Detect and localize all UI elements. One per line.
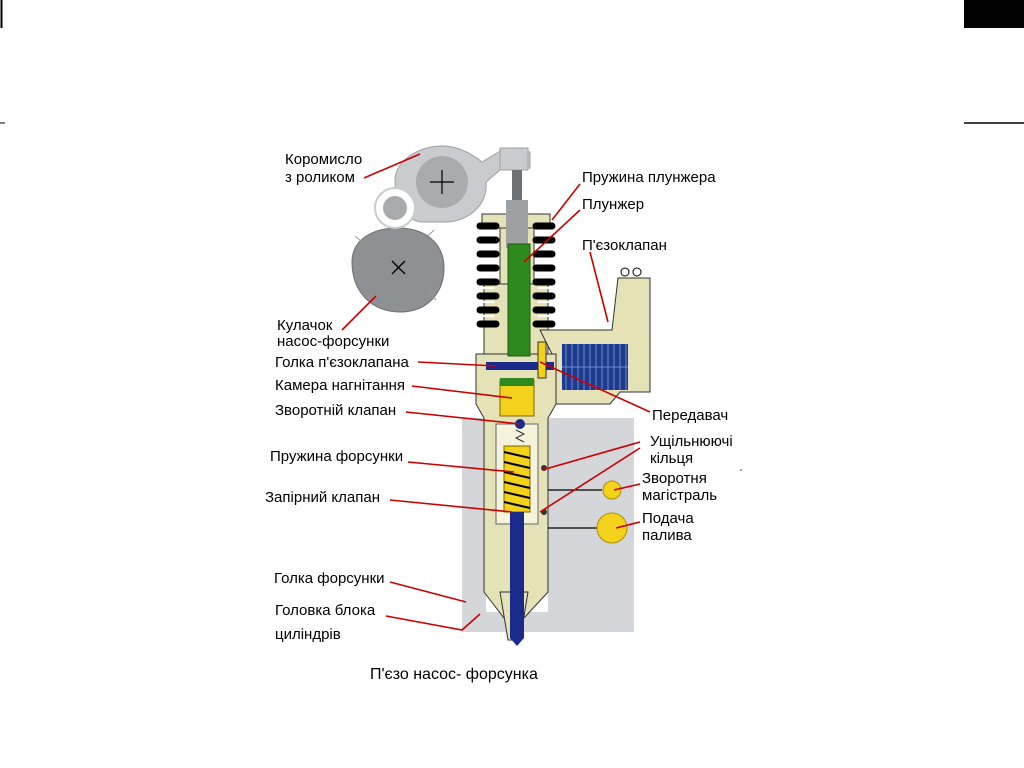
leader-pressure-chamber: [411, 385, 513, 399]
label-shutoff-valve: Запірний клапан: [265, 489, 380, 506]
leader-piezo-valve: [589, 251, 609, 323]
leader-transmitter: [539, 361, 651, 413]
leader-seal-upper: [541, 441, 641, 471]
leader-fuel-supply: [615, 521, 641, 529]
label-injector-spring: Пружина форсунки: [270, 448, 403, 465]
leader-piezo-needle: [417, 361, 497, 367]
label-piezo-needle: Голка п'єзоклапана: [275, 354, 410, 371]
fuel-lines: [541, 465, 628, 544]
leader-shutoff-valve: [389, 499, 513, 513]
label-return-line-1: Зворотня: [642, 470, 707, 487]
label-cylinder-head-2: циліндрів: [275, 626, 341, 643]
cam: [351, 227, 445, 313]
label-cam-1: Кулачок: [277, 317, 333, 334]
label-fuel-supply-1: Подача: [642, 510, 694, 527]
label-pressure-chamber: Камера нагнітання: [275, 377, 405, 394]
leader-lines: [341, 153, 651, 631]
stray-dot: [740, 469, 742, 471]
leader-return-line: [613, 483, 641, 491]
piezo-needle: [486, 341, 554, 379]
label-fuel-supply-2: палива: [642, 527, 692, 544]
plunger: [506, 170, 531, 357]
label-check-valve: Зворотній клапан: [275, 402, 396, 419]
rocker-arm: [374, 145, 531, 229]
label-rocker-1: Коромисло: [285, 151, 362, 168]
label-transmitter: Передавач: [652, 407, 728, 424]
leader-injector-needle: [389, 581, 467, 603]
cylinder-head: [462, 418, 634, 632]
diagram-caption: П'єзо насос- форсунка: [370, 666, 538, 683]
piezo-coil: [562, 267, 642, 390]
label-plunger: Плунжер: [582, 196, 644, 213]
leader-check-valve: [405, 411, 521, 425]
plunger-spring: [476, 222, 556, 328]
slide-edge-marks: [0, 0, 1024, 124]
label-cam-2: насос-форсунки: [277, 333, 389, 350]
label-seal-rings-2: кільця: [650, 450, 693, 467]
label-cylinder-head-1: Головка блока: [275, 602, 376, 619]
label-piezo-valve: П'єзоклапан: [582, 237, 667, 254]
leader-seal-lower: [539, 447, 641, 513]
leader-cylinder-head: [385, 613, 481, 631]
injector-spring: [503, 445, 531, 513]
leader-plunger: [523, 209, 581, 263]
leader-plunger-spring: [551, 183, 581, 221]
leader-cam: [341, 295, 377, 331]
label-return-line-2: магістраль: [642, 487, 717, 504]
label-injector-needle: Голка форсунки: [274, 570, 385, 587]
injector-needle: [510, 512, 524, 646]
leader-rocker: [363, 153, 421, 179]
label-plunger-spring: Пружина плунжера: [582, 169, 716, 186]
label-seal-rings-1: Ущільнюючі: [650, 433, 733, 450]
label-rocker-2: з роликом: [285, 169, 355, 186]
leader-injector-spring: [407, 461, 515, 473]
